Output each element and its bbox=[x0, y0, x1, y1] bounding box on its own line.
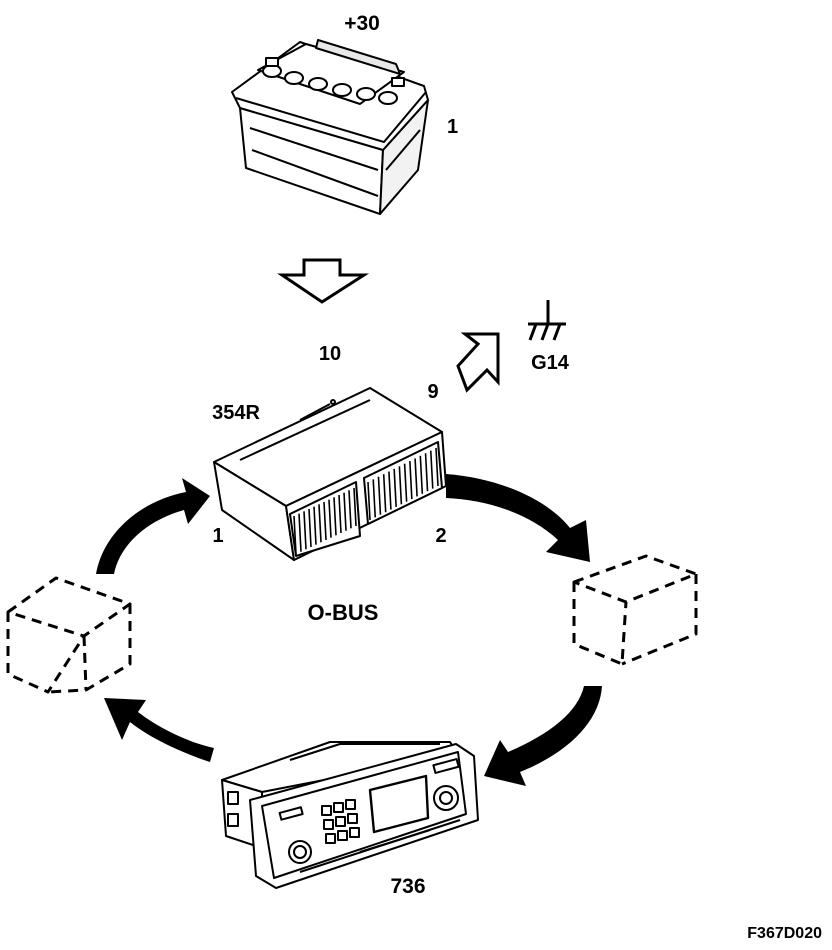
bus-arrow-module-to-right bbox=[446, 474, 590, 562]
connector-fin bbox=[313, 506, 317, 545]
connector-fin bbox=[403, 463, 408, 502]
connector-fin bbox=[333, 497, 337, 536]
connector-fin bbox=[424, 453, 429, 492]
connector-fin bbox=[298, 513, 302, 552]
connector-fin bbox=[377, 476, 382, 515]
connector-fin bbox=[318, 504, 322, 543]
head-unit-736 bbox=[221, 741, 479, 889]
bus-label: O-BUS bbox=[308, 600, 379, 625]
connector-fin bbox=[308, 508, 312, 548]
bus-arrow-head-to-left bbox=[104, 698, 214, 762]
module-pin-left-label: 1 bbox=[212, 525, 223, 547]
connector-fin bbox=[293, 515, 297, 555]
head-unit-id-label: 736 bbox=[390, 875, 425, 898]
connector-fin bbox=[343, 492, 347, 531]
feed-pin-label: 10 bbox=[319, 343, 341, 365]
battery-pin-label: 1 bbox=[447, 116, 458, 138]
connector-fin bbox=[338, 494, 342, 534]
connector-fin bbox=[323, 501, 327, 541]
battery bbox=[231, 39, 429, 215]
connector-fin bbox=[372, 479, 377, 518]
connector-fin bbox=[348, 490, 352, 529]
connector-fin bbox=[419, 455, 424, 494]
ground-arrow bbox=[456, 332, 500, 393]
connector-fin bbox=[367, 481, 371, 521]
connector-fin bbox=[429, 450, 434, 489]
connector-fin bbox=[393, 468, 397, 507]
bus-arrow-left-to-module bbox=[96, 478, 210, 574]
module-connector-fins bbox=[293, 447, 439, 555]
connector-fin bbox=[435, 447, 439, 487]
connector-fin bbox=[414, 458, 418, 497]
connector-fin bbox=[328, 499, 332, 538]
ground-icon bbox=[528, 300, 566, 341]
connector-fin bbox=[398, 466, 403, 505]
ground-point-label: G14 bbox=[531, 352, 570, 374]
module-id-label: 354R bbox=[212, 402, 260, 424]
optional-module-left bbox=[6, 576, 132, 694]
module-pin-right-label: 2 bbox=[435, 525, 446, 547]
connector-fin bbox=[388, 471, 392, 510]
optional-module-right bbox=[572, 554, 698, 666]
connector-fin bbox=[382, 474, 387, 513]
figure-code-label: F367D020 bbox=[747, 925, 822, 942]
connector-fin bbox=[303, 511, 307, 550]
connector-fin bbox=[353, 487, 357, 527]
bus-arrow-right-to-head bbox=[484, 686, 602, 786]
feed-arrow bbox=[277, 258, 370, 304]
battery-terminal-label: +30 bbox=[344, 12, 380, 35]
connector-fin bbox=[409, 461, 413, 500]
ground-pin-label: 9 bbox=[427, 381, 438, 403]
